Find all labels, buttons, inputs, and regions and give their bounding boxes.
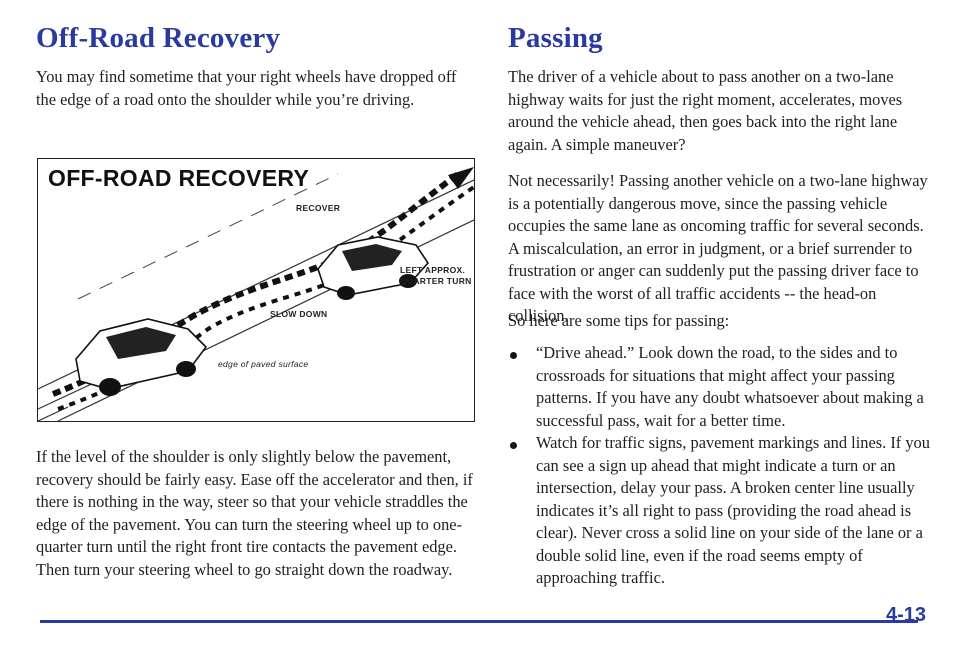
label-edge-of-paved-surface: edge of paved surface xyxy=(218,359,309,369)
recovery-path-arrow-2 xyxy=(57,185,474,411)
passing-tip-1: “Drive ahead.” Look down the road, to th… xyxy=(536,343,924,430)
road-far-line xyxy=(77,173,339,300)
section-heading-off-road-recovery: Off-Road Recovery xyxy=(36,22,281,54)
car-rear xyxy=(317,236,430,300)
car-front xyxy=(75,318,208,396)
section-heading-passing: Passing xyxy=(508,22,603,54)
label-quarter-turn: QUARTER TURN xyxy=(400,276,472,286)
passing-paragraph-2: Not necessarily! Passing another vehicle… xyxy=(508,171,928,325)
off-road-recovery-illustration: OFF-ROAD RECOVERY RECOVER LEFT APPROX. Q… xyxy=(37,158,475,422)
intro-paragraph: You may find sometime that your right wh… xyxy=(36,67,457,109)
passing-tip-2: Watch for traffic signs, pavement markin… xyxy=(536,433,930,587)
figure-title: OFF-ROAD RECOVERY xyxy=(48,165,310,191)
bullet-marker xyxy=(510,442,517,449)
label-left-approx: LEFT APPROX. xyxy=(400,265,466,275)
road-diagram xyxy=(38,167,474,421)
footer-rule xyxy=(40,620,918,623)
label-slow-down: SLOW DOWN xyxy=(270,309,328,319)
page-number: 4-13 xyxy=(885,604,926,626)
recovery-paragraph: If the level of the shoulder is only sli… xyxy=(36,447,473,579)
passing-paragraph-1: The driver of a vehicle about to pass an… xyxy=(508,67,903,154)
bullet-marker xyxy=(510,352,517,359)
arrow-head xyxy=(448,167,474,189)
label-recover: RECOVER xyxy=(296,203,341,213)
shoulder-edge xyxy=(38,380,99,421)
passing-tips-intro: So here are some tips for passing: xyxy=(508,311,730,330)
